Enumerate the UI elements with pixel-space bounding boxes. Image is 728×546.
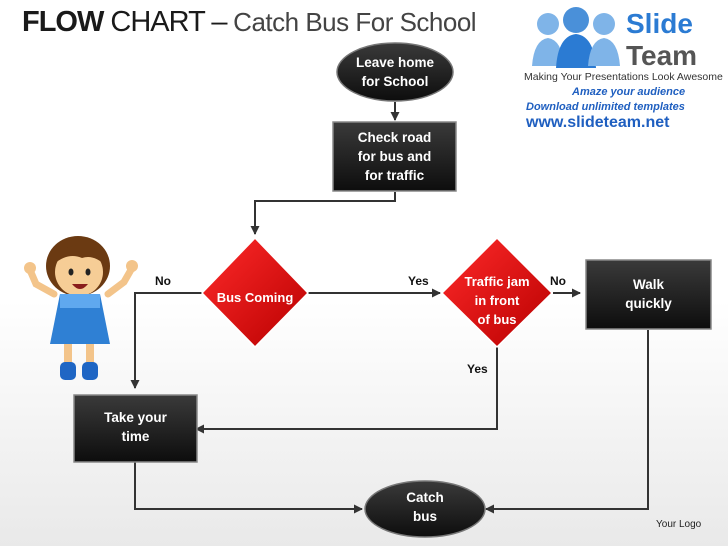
edge-label-bus-yes: Yes [408,274,429,288]
logo-brand-team: Team [626,40,698,71]
edge-label-bus-no: No [155,274,171,288]
logo-line-amaze: Amaze your audience [572,86,686,98]
bus-coming-node [200,236,310,349]
logo-brand-slide: Slide [626,8,693,39]
bus-coming-label: Bus Coming [216,290,294,305]
catch-bus-label: Catch bus [406,490,444,524]
take-your-time-label: Take your time [104,410,167,444]
traffic-jam-node [440,236,554,349]
walk-quickly-node [585,259,712,330]
arrow-bus-no-to-take-time [130,292,202,389]
logo-tagline: Making Your Presentations Look Awesome [524,71,723,83]
girl-illustration [24,236,138,380]
edge-label-traffic-no: No [550,274,566,288]
people-logo-icon [532,7,620,68]
footer-logo-placeholder: Your Logo [656,519,702,530]
catch-bus-node [364,480,486,538]
logo-line-download: Download unlimited templates [526,101,685,113]
take-your-time-node [73,394,198,463]
title-bold: FLOW [22,6,104,38]
arrow-traffic-yes-to-take-time [195,346,498,434]
page-title: FLOW CHART – Catch Bus For School [22,6,477,39]
title-subtitle: Catch Bus For School [226,7,477,37]
leave-home-node [336,42,454,102]
leave-home-label: Leave home for School [355,55,435,89]
connector-lines [130,102,649,514]
slideteam-logo: Slide Team Making Your Presentations Loo… [522,4,723,134]
arrow-walk-to-catch [485,330,649,514]
edge-label-traffic-yes: Yes [467,362,488,376]
arrow-check-to-bus [250,192,396,235]
title-dash: – [204,6,227,38]
logo-url: www.slideteam.net [526,114,670,131]
arrow-take-time-to-catch [134,462,363,514]
check-road-label: Check road for bus and for traffic [357,130,432,183]
walk-quickly-label: Walk quickly [625,277,672,311]
check-road-node [332,121,457,192]
title-regular: CHART [103,6,205,38]
traffic-jam-label: Traffic jam in front of bus [464,274,530,327]
